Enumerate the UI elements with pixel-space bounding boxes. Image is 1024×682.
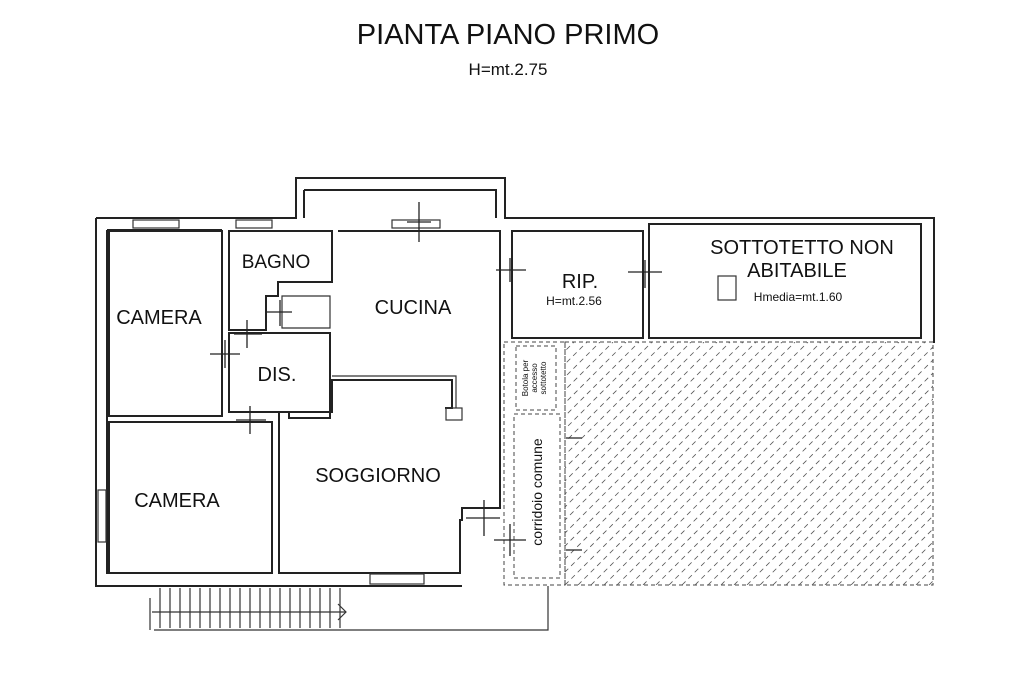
hatch-line [565, 342, 601, 378]
sottotetto-room [648, 223, 922, 339]
hatch-line [942, 342, 1024, 585]
label-dis: DIS. [258, 364, 297, 386]
hatch-line [629, 342, 874, 585]
hatch-line [565, 342, 744, 521]
hatch-line [565, 342, 783, 560]
cucina-room [278, 230, 501, 574]
hatch-line [759, 411, 933, 585]
hatch-line [694, 346, 933, 585]
hatch-line [565, 342, 731, 508]
hatch-line [668, 342, 913, 585]
hatch-line [876, 528, 933, 585]
label-botola-2: accesso [530, 363, 539, 393]
hatch-line [707, 359, 933, 585]
hatch-line [565, 342, 757, 534]
hatch-line [565, 342, 588, 365]
label-camera-bottom: CAMERA [134, 490, 220, 512]
hatch-line [565, 342, 809, 585]
camera-bottom-room [108, 421, 273, 574]
label-corridoio: corridoio comune [529, 438, 545, 546]
rip-room [511, 230, 644, 339]
label-camera-top: CAMERA [116, 307, 202, 329]
plan-subtitle: H=mt.2.75 [469, 60, 548, 79]
hatch-line [565, 342, 796, 573]
hatch-line [863, 515, 933, 585]
label-botola-1: Botola per [521, 359, 530, 396]
hatch-line [811, 463, 933, 585]
dis-room [228, 332, 331, 419]
botola-box [515, 345, 557, 411]
hatch-line [915, 567, 933, 585]
camera-top-room [108, 230, 223, 417]
hatch-line [565, 342, 692, 469]
label-rip-height: H=mt.2.56 [546, 294, 602, 308]
stairs [149, 588, 347, 630]
hatch-line [565, 342, 705, 482]
hatch-line [720, 372, 933, 585]
door-markers [210, 202, 662, 556]
hatch-line [642, 342, 887, 585]
label-cucina: CUCINA [375, 297, 452, 319]
hatch-line [928, 580, 933, 585]
hatch-line [746, 398, 933, 585]
hatch-line [565, 342, 614, 391]
plan-title: PIANTA PIANO PRIMO [357, 19, 659, 51]
hatch-line [603, 342, 848, 585]
hatch-line [850, 502, 933, 585]
hatch-line [590, 342, 835, 585]
hatch-line [772, 424, 933, 585]
label-soggiorno: SOGGIORNO [315, 465, 441, 487]
hatch-line [616, 342, 861, 585]
label-sottotetto-2: ABITABILE [747, 260, 847, 282]
hatch-line [785, 437, 933, 585]
hatch-line [889, 541, 933, 585]
label-bagno: BAGNO [242, 252, 311, 273]
hatch-line [902, 554, 933, 585]
label-botola-3: sottotetto [539, 361, 548, 394]
hatch-line [824, 476, 933, 585]
label-rip: RIP. [562, 271, 598, 293]
hatch-line [565, 342, 770, 547]
hatch-line [565, 342, 640, 417]
bagno-room [228, 230, 333, 331]
label-sottotetto-height: Hmedia=mt.1.60 [754, 290, 843, 304]
label-sottotetto-1: SOTTOTETTO NON [710, 237, 894, 259]
hatch-line [305, 342, 548, 585]
hatch-line [681, 342, 926, 585]
hatch-line [565, 342, 718, 495]
hatched-terrace [305, 341, 1024, 586]
hatch-line [577, 342, 822, 585]
hatch-line [837, 489, 933, 585]
hatch-line [655, 342, 900, 585]
hatch-line [798, 450, 933, 585]
hatch-line [733, 385, 933, 585]
